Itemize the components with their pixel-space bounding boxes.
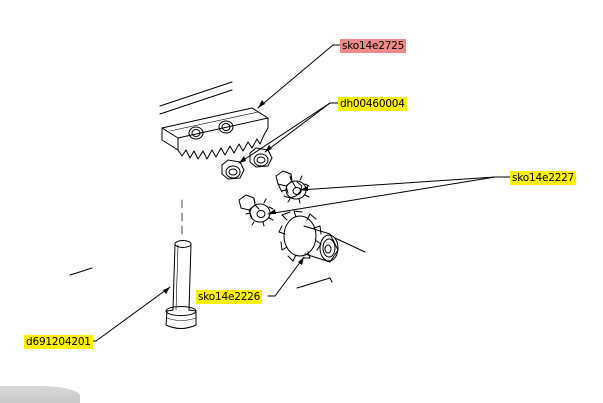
arrowhead: [265, 145, 272, 152]
leader-line-sko14e2226: [267, 256, 305, 297]
arrowhead: [268, 209, 276, 214]
pinion-gear-part: [278, 210, 339, 263]
arrowhead: [258, 100, 265, 108]
leader-line-dh00460004: [264, 102, 339, 153]
bushing-part: [221, 159, 245, 180]
leader-line-sko14e2227: [267, 176, 496, 215]
arrowhead: [239, 156, 246, 163]
leader-line-d691204201: [87, 286, 171, 342]
callout-d691204201[interactable]: d691204201: [24, 335, 93, 349]
callout-sko14e2226[interactable]: sko14e2226: [196, 290, 263, 304]
bottom-edge-shadow: [0, 386, 80, 403]
bushing-part: [249, 147, 273, 168]
leader-line-sko14e2227: [299, 176, 511, 191]
background-stroke: [159, 89, 233, 115]
toothed-rack-part: [161, 107, 269, 160]
background-stroke: [296, 277, 333, 289]
callout-dh00460004[interactable]: dh00460004: [338, 97, 407, 111]
callout-sko14e2725[interactable]: sko14e2725: [340, 39, 407, 53]
arrowhead: [298, 257, 304, 265]
small-gear-part: [238, 194, 274, 227]
background-stroke: [69, 267, 93, 276]
background-stroke: [334, 237, 366, 253]
bolt-part: [165, 199, 197, 329]
background-stroke: [159, 81, 233, 107]
callout-sko14e2227[interactable]: sko14e2227: [510, 171, 577, 185]
leader-line-sko14e2725: [257, 44, 341, 109]
arrowhead: [163, 287, 170, 294]
small-gear-part: [275, 170, 310, 204]
arrowhead: [300, 186, 308, 191]
leader-line-dh00460004: [238, 102, 331, 164]
